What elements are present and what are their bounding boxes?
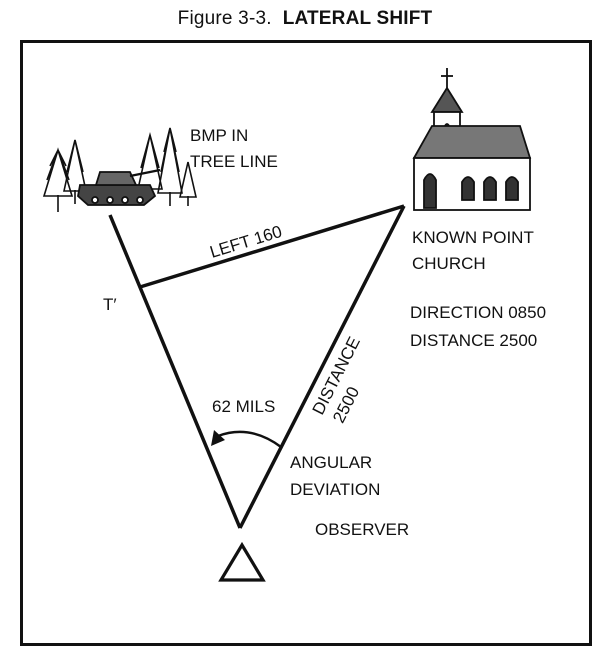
tree-icon — [42, 127, 198, 212]
distance-side-label: DISTANCE 2500 — [309, 330, 386, 428]
angle-arc — [217, 430, 282, 448]
figure-title-text: LATERAL SHIFT — [282, 8, 433, 29]
target-label: BMP IN TREE LINE — [190, 126, 278, 171]
angular-deviation-label: ANGULAR DEVIATION — [290, 453, 380, 499]
church-icon — [412, 68, 532, 211]
arrowhead-icon — [211, 430, 225, 446]
angle-label: 62 MILS — [212, 397, 275, 416]
diagram-frame — [20, 40, 592, 646]
tank-icon — [77, 168, 161, 206]
known-point-label: KNOWN POINT CHURCH — [412, 228, 538, 273]
figure-number: Figure 3-3. — [177, 8, 272, 29]
observer-triangle-icon — [218, 541, 266, 582]
observer-label: OBSERVER — [315, 520, 409, 539]
observer-target-line — [108, 214, 242, 529]
lateral-shift-line — [139, 204, 405, 289]
observer-known-point-line — [238, 205, 406, 529]
figure-title: Figure 3-3. LATERAL SHIFT — [0, 8, 610, 30]
t-prime-label: T′ — [103, 295, 117, 314]
known-point-data-label: DIRECTION 0850 DISTANCE 2500 — [410, 303, 551, 350]
